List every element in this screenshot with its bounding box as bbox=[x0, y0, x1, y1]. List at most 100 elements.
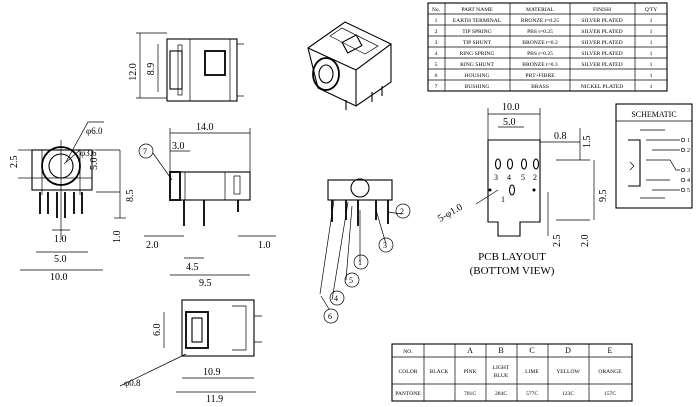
dim-5-0: 5.0 bbox=[89, 158, 100, 171]
front-view: φ6.0 φ3.6 2.5 5.0 8.5 1.0 1.0 5.0 10.0 bbox=[9, 121, 136, 283]
parts-cell-finish: SILVER PLATED bbox=[581, 18, 622, 24]
pcb-title: PCB LAYOUT bbox=[478, 251, 546, 263]
schematic-box: SCHEMATIC 1 2 3 4 5 bbox=[615, 103, 693, 209]
dim-10-0: 10.0 bbox=[50, 272, 68, 283]
pcb-pin-label: 4 bbox=[507, 173, 511, 182]
dim-8-9: 8.9 bbox=[146, 63, 157, 76]
parts-cell-material: BRONZE t=0.3 bbox=[522, 62, 558, 68]
schematic-pin-4 bbox=[680, 177, 686, 183]
pcb-pin-label: 5 bbox=[521, 173, 525, 182]
schematic-pin-3 bbox=[680, 167, 686, 173]
dim-dia-3-6: φ3.6 bbox=[80, 148, 97, 158]
parts-cell-no: 7 bbox=[435, 84, 438, 90]
callout-1: 1 bbox=[358, 258, 362, 267]
parts-cell-part: RING SHUNT bbox=[460, 62, 494, 68]
pcb-layout: 10.0 5.0 0.8 1.5 9.5 2.5 2.0 5-φ1.0 3 4 … bbox=[436, 102, 609, 277]
parts-cell-no: 4 bbox=[435, 51, 438, 57]
color-orange: ORANGE bbox=[598, 369, 622, 375]
parts-cell-qty: 1 bbox=[650, 40, 653, 46]
pcb-hole-1 bbox=[508, 184, 516, 196]
parts-cell-material: PBT+FIBRE bbox=[525, 73, 555, 79]
parts-cell-part: BUSHING bbox=[465, 84, 490, 90]
callout-2: 2 bbox=[400, 207, 404, 216]
pantone-a: 701C bbox=[464, 391, 476, 397]
parts-cell-part: TIP SHUNT bbox=[463, 40, 492, 46]
parts-cell-no: 6 bbox=[435, 73, 438, 79]
parts-cell-no: 5 bbox=[435, 62, 438, 68]
parts-cell-material: BRASS bbox=[531, 84, 549, 90]
color-black: BLACK bbox=[430, 369, 449, 375]
parts-cell-finish: SILVER PLATED bbox=[581, 62, 622, 68]
pcb-hole-5 bbox=[520, 158, 528, 170]
schematic-pin-1 bbox=[680, 137, 686, 143]
th-finish: FINISH bbox=[593, 7, 611, 13]
callout-7 bbox=[138, 143, 154, 159]
dim-dia-6: φ6.0 bbox=[86, 126, 103, 136]
dim-9-5: 9.5 bbox=[199, 278, 212, 289]
color-no-a: A bbox=[467, 346, 473, 355]
pcb-hole-4 bbox=[506, 158, 514, 170]
color-th-color: COLOR bbox=[399, 369, 418, 375]
pantone-b: 284C bbox=[495, 391, 507, 397]
color-lightblue-2: BLUE bbox=[494, 373, 509, 379]
parts-cell-finish: SILVER PLATED bbox=[581, 51, 622, 57]
parts-cell-qty: 1 bbox=[650, 73, 653, 79]
top-view: 12.0 8.9 bbox=[128, 32, 244, 102]
schematic-pin-label: 3 bbox=[687, 168, 690, 174]
callout-6: 6 bbox=[328, 312, 332, 321]
pantone-d: 123C bbox=[562, 391, 574, 397]
parts-cell-material: BRONZE t=0.3 bbox=[522, 40, 558, 46]
dim-2-5: 2.5 bbox=[9, 156, 20, 169]
dim-11-9: 11.9 bbox=[206, 394, 223, 405]
parts-cell-finish: SILVER PLATED bbox=[581, 40, 622, 46]
parts-cell-no: 2 bbox=[435, 29, 438, 35]
pantone-e: 157C bbox=[604, 391, 616, 397]
schematic-pin-label: 5 bbox=[687, 188, 690, 194]
color-no-e: E bbox=[608, 346, 613, 355]
parts-cell-qty: 1 bbox=[650, 51, 653, 57]
color-lime: LIME bbox=[525, 369, 539, 375]
dim-6-0: 6.0 bbox=[152, 324, 163, 337]
parts-cell-finish: NICKEL PLATED bbox=[581, 84, 624, 90]
callout-4: 4 bbox=[334, 294, 338, 303]
dim-pcb-10-0: 10.0 bbox=[502, 102, 520, 113]
bottom-view: 6.0 φ0.8 10.9 11.9 bbox=[119, 299, 262, 405]
dim-dia-0-8: φ0.8 bbox=[124, 378, 141, 388]
th-qty: Q'TY bbox=[645, 7, 658, 13]
dim-4-5: 4.5 bbox=[186, 262, 199, 273]
pcb-hole-2 bbox=[532, 158, 540, 170]
color-no-c: C bbox=[529, 346, 534, 355]
side-view: 14.0 3.0 7 2.0 1.0 4.5 9.5 bbox=[138, 122, 276, 289]
parts-cell-qty: 1 bbox=[650, 29, 653, 35]
dim-pcb-5-0: 5.0 bbox=[503, 117, 516, 128]
callout-7-label: 7 bbox=[143, 147, 147, 156]
dim-1-0-center: 1.0 bbox=[54, 234, 67, 245]
callout-5: 5 bbox=[349, 276, 353, 285]
schematic-pin-2 bbox=[680, 147, 686, 153]
dim-pcb-1-5: 1.5 bbox=[582, 136, 593, 149]
callout-3: 3 bbox=[383, 241, 387, 250]
parts-cell-qty: 1 bbox=[650, 62, 653, 68]
pcb-hole-3 bbox=[494, 158, 502, 170]
color-no-b: B bbox=[498, 346, 503, 355]
dim-pcb-9-5: 9.5 bbox=[598, 190, 609, 203]
dim-pcb-2-5: 2.5 bbox=[552, 235, 563, 248]
schematic-pin-label: 2 bbox=[687, 148, 690, 154]
schematic-pin-label: 4 bbox=[687, 178, 690, 184]
dim-12-0: 12.0 bbox=[128, 63, 139, 81]
parts-cell-no: 3 bbox=[435, 40, 438, 46]
pantone-c: 577C bbox=[526, 391, 538, 397]
schematic-pin-label: 1 bbox=[687, 138, 690, 144]
parts-cell-part: HOUSING bbox=[464, 73, 489, 79]
parts-cell-qty: 1 bbox=[650, 84, 653, 90]
color-th-pantone: PANTONE bbox=[395, 391, 421, 397]
th-material: MATERIAL bbox=[526, 7, 555, 13]
parts-cell-part: EARTH TERMINAL bbox=[453, 18, 502, 24]
color-no-d: D bbox=[565, 346, 571, 355]
parts-cell-part: RING SPRING bbox=[460, 51, 495, 57]
pcb-pin-label: 1 bbox=[501, 195, 505, 204]
